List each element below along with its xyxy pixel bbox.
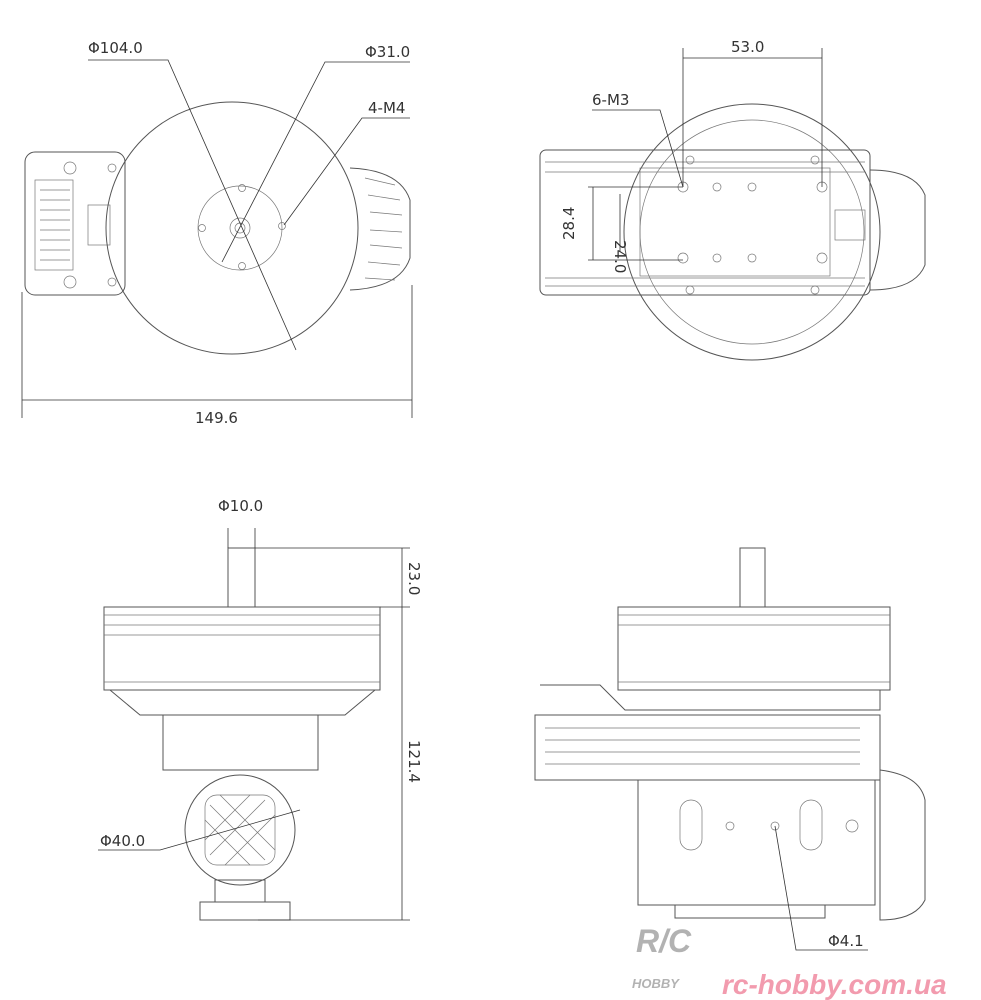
hole-spacing-v2-label: 28.4 <box>560 207 578 240</box>
watermark-site: rc-hobby.com.ua <box>722 969 947 1000</box>
watermark-logo-top: R/C <box>636 923 692 959</box>
width-label: 149.6 <box>195 409 238 427</box>
inner-diameter-label: Φ31.0 <box>365 43 410 61</box>
hole-diameter-label: Φ4.1 <box>828 932 864 950</box>
top-view: Φ104.0 Φ31.0 4-M4 149.6 <box>21 39 413 427</box>
front-view: Φ10.0 23.0 121.4 Φ40.0 <box>98 497 423 921</box>
bottom-view: 53.0 6-M3 24.0 28.4 <box>539 38 926 361</box>
shaft-diameter-label: Φ10.0 <box>218 497 263 515</box>
watermark-logo-bottom: HOBBY <box>632 976 680 991</box>
outer-diameter-label: Φ104.0 <box>88 39 143 57</box>
side-view: Φ4.1 <box>534 547 926 951</box>
hole-spacing-v1-label: 24.0 <box>611 240 629 273</box>
hole-spacing-h-label: 53.0 <box>731 38 764 56</box>
height-label: 121.4 <box>405 740 423 783</box>
mount-holes-label: 4-M4 <box>368 99 405 117</box>
shaft-length-label: 23.0 <box>405 562 423 595</box>
watermark-logo: R/C HOBBY <box>632 923 692 991</box>
m3-holes-label: 6-M3 <box>592 91 629 109</box>
connector-diameter-label: Φ40.0 <box>100 832 145 850</box>
